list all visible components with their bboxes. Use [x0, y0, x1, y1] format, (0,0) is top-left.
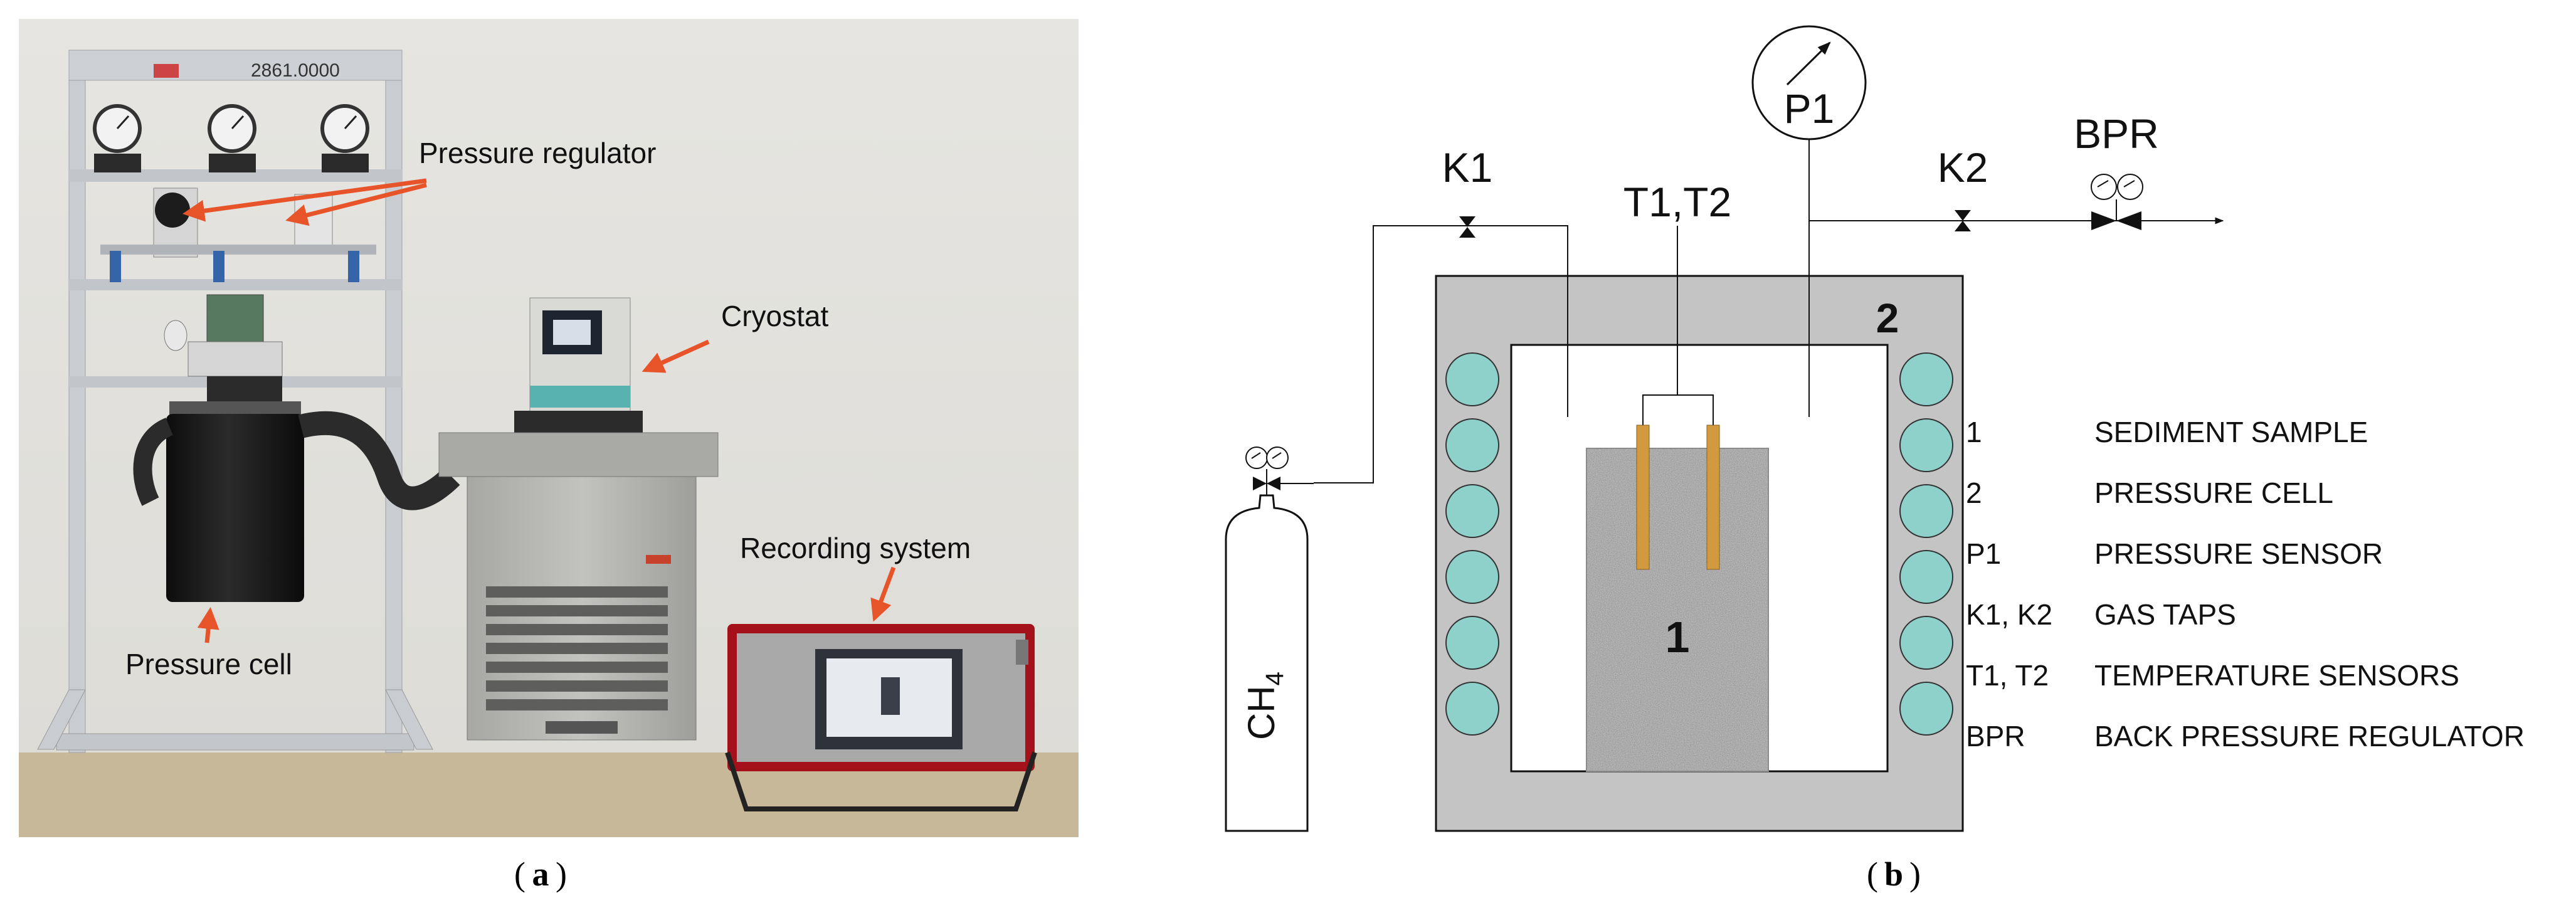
legend-key: 2: [1966, 477, 1982, 509]
frame-plate-number: 2861.0000: [251, 60, 340, 81]
cooling-tube-icon: [1899, 616, 1953, 670]
legend-desc: PRESSURE CELL: [2094, 477, 2333, 509]
caption-b-letter: b: [1884, 855, 1903, 893]
legend-key: K1, K2: [1966, 598, 2052, 631]
gas-cylinder: CH4: [1225, 446, 1314, 832]
pressure-gauges: [93, 104, 369, 172]
cooling-tube-icon: [1445, 616, 1499, 670]
legend-key: 1: [1966, 416, 1982, 448]
cryostat-unit: [438, 297, 719, 741]
cylinder-gas-label: CH: [1240, 685, 1282, 740]
cooling-tube-icon: [1445, 682, 1499, 736]
legend: 1 SEDIMENT SAMPLE 2 PRESSURE CELL P1 PRE…: [1966, 416, 2525, 752]
frame-base: [56, 733, 414, 751]
cooling-tube-icon: [1899, 484, 1953, 538]
gas-tap-k2-icon: [1955, 210, 1971, 231]
callout-arrow-pressure-regulator: [182, 178, 427, 222]
callout-pressure-regulator: Pressure regulator: [419, 137, 656, 169]
cooling-tube-icon: [1445, 484, 1499, 538]
label-k1: K1: [1442, 144, 1493, 191]
legend-key: P1: [1966, 537, 2001, 570]
pressure-cell-photo: [133, 376, 460, 602]
cooling-tube-icon: [1899, 550, 1953, 604]
svg-text:(: (: [1867, 855, 1878, 893]
temperature-sensor-t2: [1706, 425, 1720, 570]
legend-desc: BACK PRESSURE REGULATOR: [2094, 720, 2525, 752]
caption-a: ( a ): [514, 855, 567, 893]
legend-key: T1, T2: [1966, 659, 2049, 692]
panel-a-photo: 2861.0000: [19, 19, 1079, 837]
label-bpr: BPR: [2074, 110, 2159, 157]
callout-pressure-cell: Pressure cell: [125, 648, 292, 680]
cooling-tube-icon: [1899, 352, 1953, 406]
temperature-sensor-lead: [1642, 226, 1678, 426]
recording-system-unit: [725, 624, 1037, 811]
cooling-tube-icon: [1445, 352, 1499, 406]
svg-text:(: (: [514, 855, 525, 893]
gauge-needle: [1786, 41, 1831, 86]
cooling-circuit-left: [1445, 352, 1499, 736]
temperature-sensor-t1: [1636, 425, 1650, 570]
cylinder-valve-icon: [1245, 446, 1289, 490]
svg-text:): ): [1909, 855, 1921, 893]
cylinder-gas-subscript: 4: [1261, 672, 1289, 685]
label-p1: P1: [1784, 85, 1835, 132]
back-pressure-regulator-icon: [2091, 174, 2143, 230]
callout-cryostat: Cryostat: [721, 300, 828, 332]
callout-recording-system: Recording system: [740, 532, 971, 564]
cryostat-vent-slats: [486, 586, 668, 710]
label-t1t2: T1,T2: [1623, 179, 1731, 225]
label-k2: K2: [1938, 144, 1988, 191]
legend-key: BPR: [1966, 720, 2025, 752]
label-cell-number: 2: [1876, 295, 1899, 341]
gas-inlet-line: [1314, 225, 1568, 483]
callout-arrow-recording-system: [870, 566, 896, 622]
cooling-tube-icon: [1445, 418, 1499, 472]
legend-desc: TEMPERATURE SENSORS: [2094, 659, 2459, 692]
legend-desc: PRESSURE SENSOR: [2094, 537, 2383, 570]
legend-desc: GAS TAPS: [2094, 598, 2236, 631]
caption-a-letter: a: [532, 855, 549, 893]
svg-text:): ): [556, 855, 567, 893]
cooling-tube-icon: [1899, 682, 1953, 736]
gas-tap-k1-icon: [1459, 216, 1475, 238]
cooling-tube-icon: [1445, 550, 1499, 604]
panel-b-schematic: P1 1 2 T1,T2: [1225, 25, 2525, 832]
svg-text:CH4: CH4: [1240, 672, 1289, 740]
caption-b: ( b ): [1867, 855, 1921, 893]
callout-arrow-cryostat: [641, 339, 710, 373]
cooling-circuit-right: [1899, 352, 1953, 736]
photo-callouts: Pressure regulator Cryostat Recording sy…: [125, 137, 971, 680]
cooling-tube-icon: [1899, 418, 1953, 472]
label-sample-number: 1: [1665, 613, 1690, 662]
sediment-texture: [1586, 448, 1768, 771]
callout-arrow-pressure-cell: [197, 607, 219, 643]
legend-desc: SEDIMENT SAMPLE: [2094, 416, 2368, 448]
gas-panel-frame: 2861.0000: [37, 50, 433, 753]
